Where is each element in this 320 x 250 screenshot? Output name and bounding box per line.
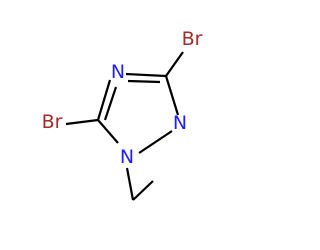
bond-c3-br bbox=[165, 51, 184, 77]
bond-c3-n4-outer bbox=[125, 72, 167, 78]
atom-br-left: Br bbox=[42, 111, 63, 133]
atom-br-top: Br bbox=[182, 28, 203, 50]
bond-group bbox=[65, 51, 184, 201]
bond-n4-c5-inner bbox=[103, 86, 118, 121]
atom-n-upper: N bbox=[111, 61, 125, 83]
bond-n2-n1 bbox=[138, 130, 173, 154]
bond-n4-c5-outer bbox=[96, 79, 112, 121]
bond-c5-br bbox=[65, 118, 99, 126]
atom-n-lower: N bbox=[120, 146, 134, 168]
bond-ch2-ch3 bbox=[132, 180, 154, 201]
bond-n1-ch2 bbox=[125, 167, 135, 201]
atom-n-right: N bbox=[173, 112, 187, 134]
atom-label-group: Br N N Br N bbox=[42, 28, 203, 168]
bond-c5-n1 bbox=[97, 119, 119, 144]
bond-c3-n4-inner bbox=[127, 79, 161, 84]
bond-c3-n2 bbox=[164, 75, 180, 116]
molecule-structure: Br N N Br N bbox=[42, 28, 203, 201]
